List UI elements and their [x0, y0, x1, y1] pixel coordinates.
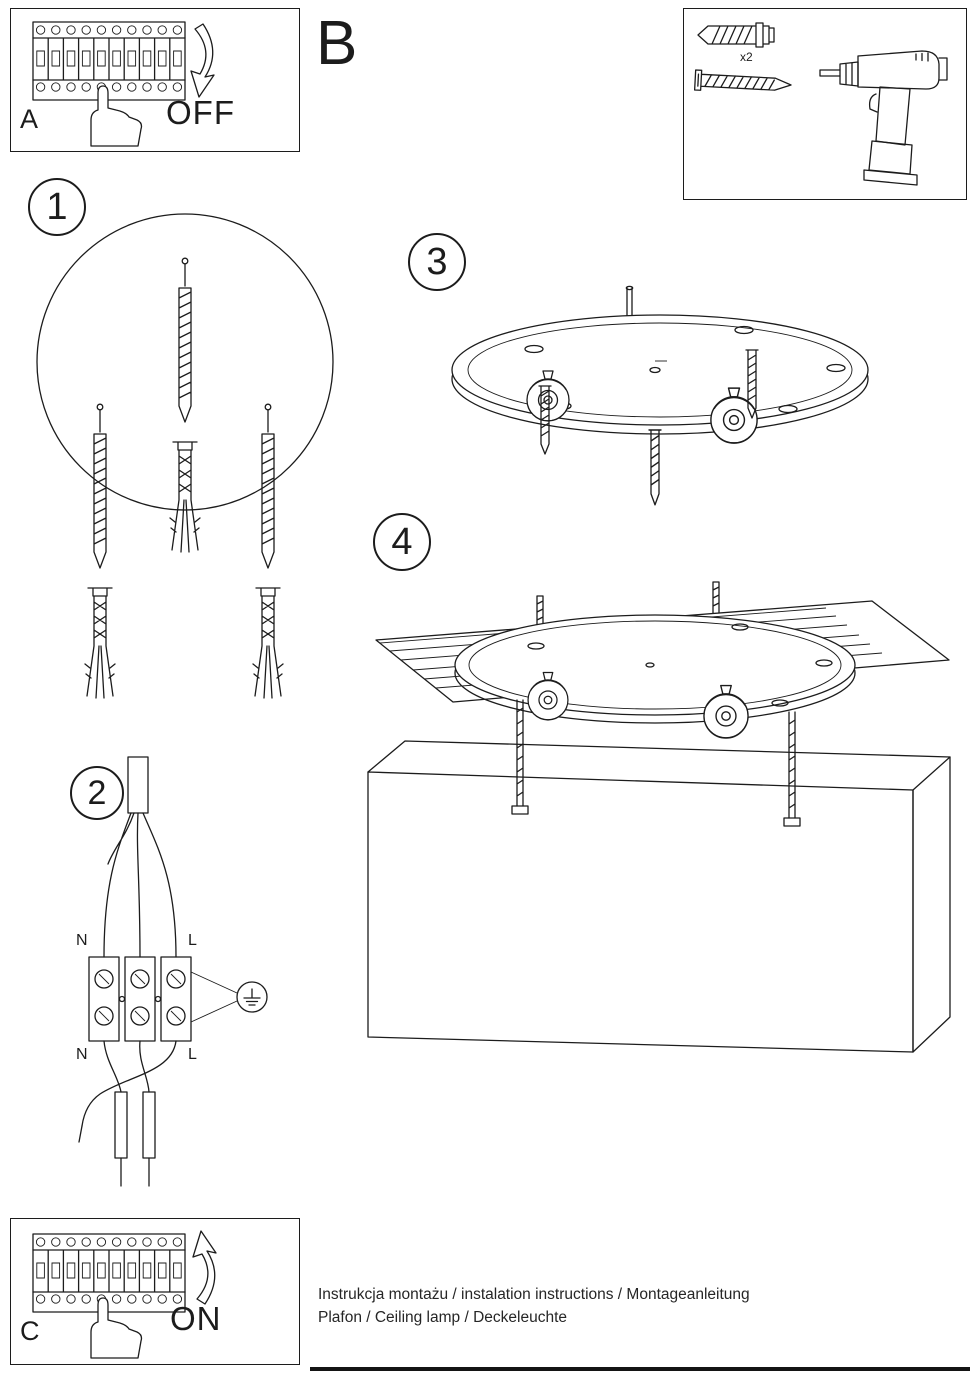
panel-b-label: B — [316, 9, 358, 78]
wire-label-l-top: L — [188, 932, 197, 949]
footer-product-line: Plafon / Ceiling lamp / Deckeleuchte — [318, 1309, 567, 1326]
wiring-diagram — [78, 756, 268, 1187]
mounting-plate-icon — [451, 285, 869, 506]
wire-label-l-bottom: L — [188, 1046, 197, 1063]
ceiling-assembly — [367, 581, 951, 1053]
on-arrow-icon — [192, 1230, 217, 1305]
step-3-badge: 3 — [408, 233, 466, 291]
expansion-anchor-left-icon — [84, 403, 116, 699]
kit-box-frame — [683, 8, 967, 200]
ground-symbol-icon — [190, 971, 268, 1023]
step-2-badge: 2 — [70, 766, 124, 820]
wire-label-n-top: N — [76, 932, 88, 949]
power-cable-icon — [127, 756, 149, 814]
panel-c-frame — [10, 1218, 300, 1365]
lamp-shade-box-icon — [367, 740, 951, 1053]
panel-c-label: C — [20, 1316, 40, 1346]
threaded-rod-icon — [511, 699, 801, 827]
ceiling-panel-icon — [375, 600, 950, 703]
terminal-block-icon — [88, 956, 192, 1042]
panel-a-label: A — [20, 104, 39, 134]
wire-label-n-bottom: N — [76, 1046, 88, 1063]
step-2-number: 2 — [87, 773, 107, 812]
drill-icon — [819, 50, 948, 186]
expansion-anchor-right-icon — [252, 403, 284, 699]
breaker-panel-c-icon — [32, 1233, 186, 1359]
dowel-quantity: x2 — [740, 50, 753, 64]
step-3-number: 3 — [426, 240, 448, 283]
wire-ferrule-icon — [142, 1091, 156, 1159]
panel-c-state: ON — [170, 1300, 222, 1337]
mounting-plate-icon — [454, 614, 856, 716]
page-edge — [310, 1367, 970, 1371]
screw-icon — [693, 69, 792, 91]
step-4-badge: 4 — [373, 513, 431, 571]
off-arrow-icon — [190, 23, 215, 98]
footer-instructions-line: Instrukcja montażu / instalation instruc… — [318, 1286, 750, 1303]
breaker-panel-a-icon — [32, 21, 186, 147]
panel-a-frame — [10, 8, 300, 152]
wall-plug-icon — [697, 22, 775, 48]
step-1-number: 1 — [46, 185, 68, 228]
step-1-badge: 1 — [28, 178, 86, 236]
mounting-screw-icon — [648, 429, 662, 506]
expansion-anchor-center-icon — [169, 257, 201, 553]
wire-ferrule-icon — [114, 1091, 128, 1159]
anchor-detail-circle — [36, 213, 334, 511]
panel-a-state: OFF — [166, 94, 235, 131]
step-4-number: 4 — [391, 520, 413, 563]
